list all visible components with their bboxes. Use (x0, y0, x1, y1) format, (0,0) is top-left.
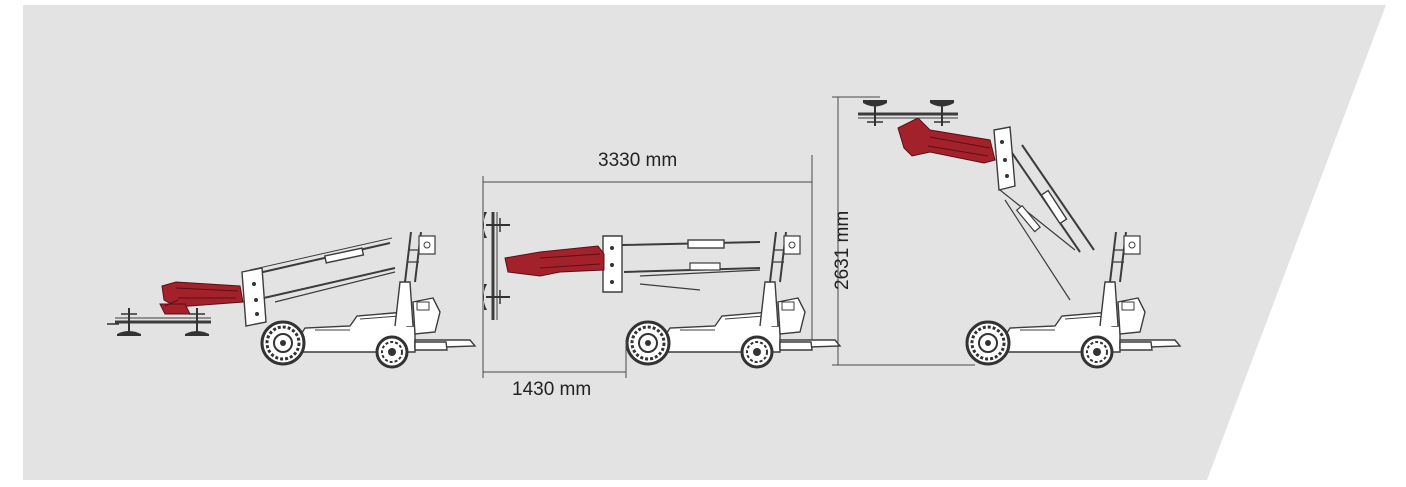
dimension-total-length-line (482, 155, 813, 378)
dimension-wheelbase-line (483, 340, 627, 378)
machine-raised (858, 100, 1181, 369)
machine-extended (483, 212, 841, 369)
machine-stowed (105, 231, 476, 369)
wheelbase-label: 1430 mm (512, 379, 592, 400)
total-length-label: 3330 mm (598, 150, 678, 171)
max-height-label: 2631 mm (832, 210, 853, 290)
dimension-height-line (832, 96, 975, 366)
